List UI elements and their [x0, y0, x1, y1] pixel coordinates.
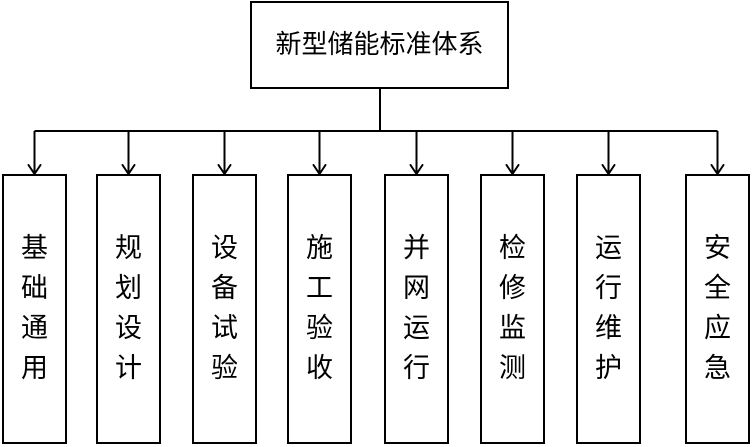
child-nodes: 基础通用 规划设计 设备试验 施工验收 并网运行 检修监测 运行维护 安全应急 [2, 174, 750, 444]
child-node: 安全应急 [685, 174, 750, 444]
child-node: 检修监测 [480, 174, 545, 444]
child-box [287, 174, 352, 444]
child-label: 基础通用 [21, 233, 48, 384]
root-label: 新型储能标准体系 [275, 30, 483, 60]
child-box [480, 174, 545, 444]
child-node: 施工验收 [287, 174, 352, 444]
child-node: 规划设计 [96, 174, 161, 444]
child-box [96, 174, 161, 444]
child-box [384, 174, 449, 444]
child-node: 并网运行 [384, 174, 449, 444]
child-label: 检修监测 [499, 233, 526, 384]
child-label: 规划设计 [115, 233, 142, 384]
child-label: 安全应急 [704, 233, 731, 384]
child-box [685, 174, 750, 444]
root-node: 新型储能标准体系 [250, 1, 509, 89]
connectors [27, 88, 725, 175]
child-box [2, 174, 67, 444]
child-node: 基础通用 [2, 174, 67, 444]
child-node: 设备试验 [192, 174, 257, 444]
child-label: 施工验收 [306, 233, 333, 384]
child-label: 运行维护 [595, 233, 622, 384]
child-node: 运行维护 [576, 174, 641, 444]
root-box [250, 1, 509, 89]
child-label: 并网运行 [403, 233, 430, 384]
child-label: 设备试验 [211, 233, 238, 384]
child-box [192, 174, 257, 444]
child-box [576, 174, 641, 444]
